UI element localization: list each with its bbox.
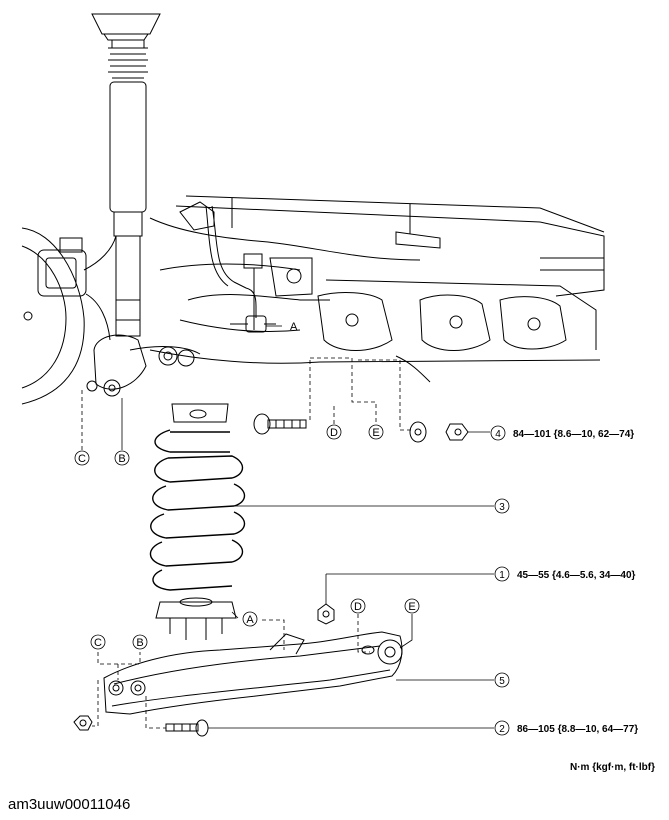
- lower-control-arm: [103, 631, 403, 715]
- marker-d-lower: D: [350, 598, 366, 614]
- svg-text:3: 3: [499, 502, 505, 513]
- marker-e-upper: E: [368, 424, 384, 440]
- callout-5: 5: [494, 672, 510, 688]
- knuckle: [86, 334, 201, 397]
- leader-lines: [81, 325, 494, 729]
- marker-b-upper: B: [114, 450, 130, 466]
- lower-spring-seat: [155, 597, 237, 640]
- marker-c-lower: C: [90, 634, 106, 650]
- stabilizer-link: [205, 205, 276, 333]
- svg-text:4: 4: [495, 429, 501, 440]
- brake-hub-assembly: [21, 227, 117, 405]
- torque-spec-4: 84—101 {8.6—10, 62—74}: [513, 429, 634, 440]
- svg-text:B: B: [136, 637, 143, 649]
- washer-nut-4: [409, 421, 469, 443]
- svg-text:1: 1: [499, 570, 505, 581]
- torque-spec-1: 45—55 {4.6—5.6, 34—40}: [517, 570, 636, 581]
- svg-text:A: A: [246, 614, 254, 626]
- torque-spec-2: 86—105 {8.8—10, 64—77}: [517, 724, 638, 735]
- lower-bolt-2: [165, 719, 209, 737]
- coil-spring: [149, 429, 246, 591]
- svg-text:C: C: [94, 637, 102, 649]
- letter-markers: C B A D E A D E C: [74, 321, 420, 650]
- suspension-exploded-diagram: C B A D E A D E C: [21, 13, 638, 737]
- svg-text:E: E: [408, 601, 415, 613]
- marker-d-upper: D: [326, 424, 342, 440]
- marker-a-lower: A: [242, 611, 258, 627]
- callout-1: 1 45—55 {4.6—5.6, 34—40}: [494, 566, 636, 582]
- svg-text:E: E: [372, 427, 379, 439]
- rear-crossmember: [149, 195, 605, 383]
- callout-4: 4 84—101 {8.6—10, 62—74}: [490, 425, 634, 441]
- lower-nut: [73, 715, 93, 731]
- svg-text:5: 5: [499, 676, 505, 687]
- upper-bolt: [253, 413, 307, 435]
- shock-absorber: [91, 13, 161, 337]
- marker-c-upper: C: [74, 450, 90, 466]
- nut-1: [317, 603, 335, 625]
- upper-spring-seat: [171, 403, 229, 423]
- marker-a-upper: A: [290, 321, 298, 333]
- svg-text:D: D: [330, 427, 338, 439]
- svg-text:B: B: [118, 453, 125, 465]
- svg-text:2: 2: [499, 724, 505, 735]
- marker-e-lower: E: [404, 598, 420, 614]
- torque-units-note: N·m {kgf·m, ft·lbf}: [570, 762, 655, 773]
- svg-text:C: C: [78, 453, 86, 465]
- svg-text:D: D: [354, 601, 362, 613]
- marker-b-lower: B: [132, 634, 148, 650]
- figure-id: am3uuw00011046: [8, 796, 131, 813]
- callout-2: 2 86—105 {8.8—10, 64—77}: [494, 720, 638, 736]
- callout-3: 3: [494, 498, 510, 514]
